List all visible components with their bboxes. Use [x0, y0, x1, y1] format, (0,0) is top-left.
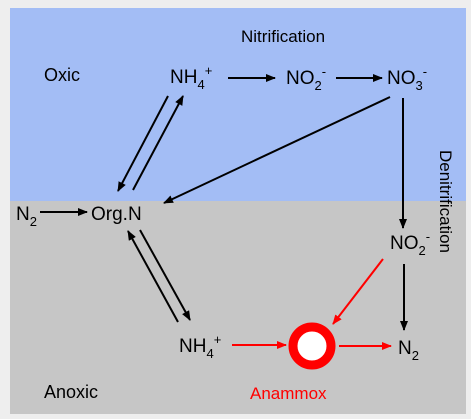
anoxic-zone [10, 201, 466, 414]
no2-top-label: NO2- [286, 64, 326, 93]
oxic-zone [10, 8, 466, 201]
n2-right-label: N2 [398, 338, 419, 363]
no3-label: NO3- [387, 64, 427, 93]
arrow-no3-to-orgn [163, 96, 391, 204]
no2-right-label: NO2- [390, 229, 430, 258]
nitrification-label: Nitrification [241, 27, 325, 46]
denitrification-label: Denitrification [436, 150, 455, 253]
arrow-nh4-to-orgn-lower [127, 230, 179, 323]
n2-left-label: N2 [16, 204, 37, 229]
oxic-label: Oxic [44, 65, 80, 85]
anammox-ring [288, 322, 336, 370]
arrow-orgn-to-nh4 [132, 95, 184, 191]
anammox-label: Anammox [250, 384, 327, 403]
arrow-orgn-to-nh4-lower [139, 229, 191, 321]
org-n-label: Org.N [91, 204, 142, 225]
anoxic-label: Anoxic [44, 382, 98, 402]
nh4-bottom-label: NH4+ [179, 332, 221, 361]
arrow-nh4-to-orgn [117, 95, 169, 192]
arrow-no2-to-anammox [332, 258, 384, 325]
nh4-top-label: NH4+ [170, 63, 212, 92]
